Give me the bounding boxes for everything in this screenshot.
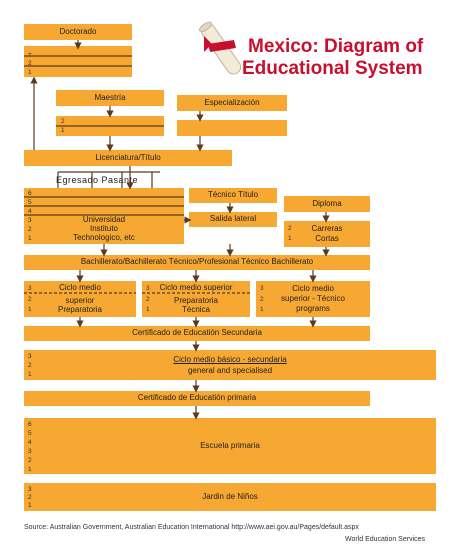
escuela-primaria-year: 2: [28, 457, 32, 464]
cert-secundaria-label: Certificado de Educatión Secundaria: [132, 328, 262, 337]
universidad-year: 3: [28, 217, 32, 224]
tecnico-titulo-box: [189, 188, 277, 203]
carreras-label: Carreras: [311, 224, 343, 233]
ciclo-prep-tecnica-label: Preparatoria: [173, 296, 219, 305]
jardin-year: 3: [28, 486, 32, 493]
salida-lateral-label: Salida lateral: [209, 214, 257, 223]
licenciatura-box: [24, 150, 232, 166]
ciclo-superior-label: Ciclo medio: [59, 283, 101, 292]
universidad-year: 4: [28, 208, 32, 215]
ciclo-prep-tecnica-year: 2: [146, 296, 150, 303]
egresado-pasante-label: Egresado Pasante: [56, 175, 139, 185]
universidad-label: Instituto: [89, 224, 118, 233]
escuela-primaria-year: 6: [28, 421, 32, 428]
doctorado-year: +: [28, 51, 32, 58]
ciclo-basico-year: 3: [28, 353, 32, 360]
ciclo-superior-box: [24, 281, 136, 317]
maestria-box: [56, 90, 164, 106]
bachillerato-label: Bachillerato/Bachillerato Técnico/Profes…: [80, 257, 314, 266]
escuela-primaria-year: 4: [28, 439, 32, 446]
universidad-year: 1: [28, 235, 32, 242]
ciclo-tecnico-label: Ciclo medio: [292, 284, 334, 293]
ciclo-prep-tecnica-label: Ciclo medio superior: [159, 283, 233, 292]
source-citation: Source: Australian Government, Australia…: [24, 524, 359, 531]
ciclo-prep-tecnica-label: Técnica: [181, 305, 210, 314]
ciclo-tecnico-label: superior - Técnico: [281, 294, 345, 303]
page-title-line2: Educational System: [242, 58, 423, 79]
carreras-year: 1: [288, 235, 292, 242]
maestria-label: Maestría: [94, 93, 126, 102]
cert-primaria-box: [24, 391, 370, 406]
especializacion-years-box: [177, 120, 287, 136]
universidad-year: 5: [28, 199, 32, 206]
ciclo-tecnico-year: 2: [260, 296, 264, 303]
escuela-primaria-year: 5: [28, 430, 32, 437]
ciclo-prep-tecnica-year: 3: [146, 285, 150, 292]
ciclo-basico-label: general and specialised: [187, 366, 273, 375]
doctorado-label: Doctorado: [59, 27, 97, 36]
ciclo-superior-year: 2: [28, 296, 32, 303]
escuela-primaria-box: [24, 418, 436, 474]
ciclo-basico-box: [24, 350, 436, 380]
credit: World Education Services: [345, 536, 426, 543]
diploma-label: Diploma: [312, 199, 342, 208]
licenciatura-label: Licenciatura/Título: [95, 153, 161, 162]
doctorado-year: 2: [28, 60, 32, 67]
jardin-label: Jardin de Niños: [202, 492, 258, 501]
jardin-box: [24, 483, 436, 511]
ciclo-prep-tecnica-year: 1: [146, 306, 150, 313]
maestria-year: 1: [61, 127, 65, 134]
universidad-label: Technologico, etc: [73, 233, 135, 242]
ciclo-superior-label: superior: [65, 296, 95, 305]
escuela-primaria-year: 3: [28, 448, 32, 455]
carreras-box: [284, 221, 370, 247]
cert-primaria-label: Certificado de Educatión primaria: [137, 393, 257, 402]
universidad-year: 6: [28, 190, 32, 197]
ciclo-tecnico-year: 3: [260, 285, 264, 292]
ciclo-basico-year: 1: [28, 371, 32, 378]
universidad-label: Universidad: [82, 215, 126, 224]
ciclo-prep-tecnica-box: [142, 281, 250, 317]
especializacion-box: [177, 95, 287, 111]
diploma-box: [284, 196, 370, 212]
page-title-line1: Mexico: Diagram of: [248, 36, 424, 57]
bachillerato-box: [24, 255, 370, 270]
ciclo-superior-year: 1: [28, 306, 32, 313]
jardin-year: 2: [28, 494, 32, 501]
escuela-primaria-year: 1: [28, 466, 32, 473]
doctorado-box: [24, 24, 132, 40]
escuela-primaria-label: Escuela primaria: [200, 441, 260, 450]
tecnico-titulo-label: Técnico Título: [207, 190, 259, 199]
ciclo-superior-year: 3: [28, 285, 32, 292]
ciclo-tecnico-year: 1: [260, 306, 264, 313]
diploma-scroll-icon: [196, 18, 246, 80]
doctorado-years-box: [24, 46, 132, 77]
ciclo-basico-year: 2: [28, 362, 32, 369]
ciclo-basico-label: Ciclo medio básico - secundaria: [173, 355, 287, 364]
maestria-year: 2: [61, 118, 65, 125]
ciclo-superior-label: Preparatoria: [57, 305, 103, 314]
doctorado-year: 1: [28, 69, 32, 76]
carreras-year: 2: [288, 225, 292, 232]
cert-secundaria-box: [24, 326, 370, 341]
especializacion-label: Especialización: [204, 98, 260, 107]
jardin-year: 1: [28, 502, 32, 509]
ciclo-tecnico-box: [256, 281, 370, 317]
ciclo-tecnico-label: programs: [296, 304, 330, 313]
carreras-label: Cortas: [315, 234, 339, 243]
salida-lateral-box: [189, 212, 277, 227]
universidad-year: 2: [28, 226, 32, 233]
